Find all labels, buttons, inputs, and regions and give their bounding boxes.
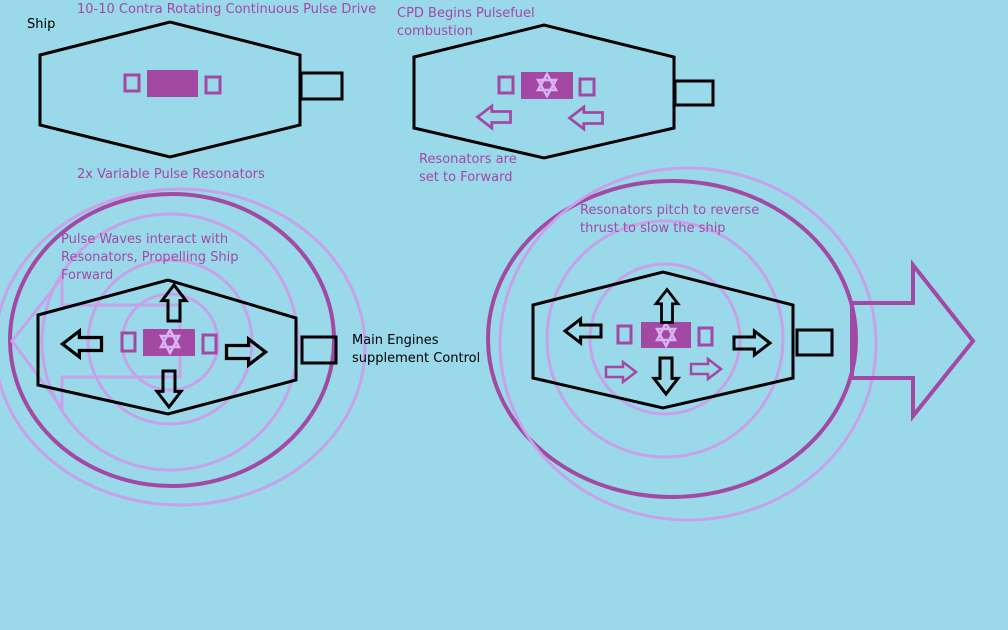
pulse-arrow-left	[563, 317, 603, 345]
main-engines-label: Main Engines supplement Control	[352, 333, 481, 366]
ship-label: Ship	[27, 17, 56, 32]
resonators-reverse-label: Resonators pitch to reverse thrust to sl…	[580, 203, 760, 236]
resonator-thrust-arrow	[689, 357, 723, 381]
ship-panel-3	[0, 187, 367, 507]
main-engine	[299, 71, 344, 101]
ship-hull	[412, 23, 676, 160]
resonator-left	[497, 75, 515, 95]
ship-hull	[531, 270, 795, 410]
resonator-left	[616, 324, 633, 345]
pulse-arrow-left	[60, 329, 104, 359]
ship-hull	[36, 278, 298, 416]
pulse-arrow-up	[160, 283, 188, 323]
pulse-arrow-right	[224, 337, 268, 367]
resonators-forward-label: Resonators are set to Forward	[419, 152, 517, 185]
resonator-right	[201, 333, 218, 355]
cpd-title-label: 10-10 Contra Rotating Continuous Pulse D…	[77, 2, 377, 17]
resonator-thrust-arrow	[476, 104, 512, 130]
ship-panel-4	[486, 166, 976, 522]
pulse-arrow-down	[652, 356, 680, 396]
main-engine	[673, 79, 715, 107]
main-engine	[300, 335, 338, 365]
resonator-left	[120, 331, 137, 353]
pulse-drive-core	[147, 70, 198, 97]
resonator-thrust-arrow	[568, 105, 604, 131]
pulse-wave-rings	[486, 166, 878, 522]
main-engine	[795, 328, 834, 357]
cpd-combustion-label: CPD Begins Pulsefuel combustion	[397, 6, 535, 39]
ship-panel-1	[38, 20, 344, 159]
combustion-star-icon	[654, 320, 678, 349]
resonator-left	[123, 73, 141, 93]
pulse-waves-label: Pulse Waves interact with Resonators, Pr…	[61, 232, 239, 283]
large-thrust-arrow	[850, 259, 976, 422]
resonator-right	[578, 77, 596, 97]
combustion-star-icon	[158, 327, 182, 356]
pulse-wave-rings	[0, 187, 367, 507]
resonator-thrust-arrow	[604, 360, 638, 384]
resonators-count-label: 2x Variable Pulse Resonators	[77, 167, 265, 182]
pulse-arrow-up	[654, 288, 680, 324]
ship-panel-2	[412, 23, 715, 160]
resonator-right	[697, 326, 714, 347]
resonator-right	[204, 75, 222, 95]
ship-hull	[38, 20, 302, 159]
combustion-star-icon	[535, 71, 559, 99]
